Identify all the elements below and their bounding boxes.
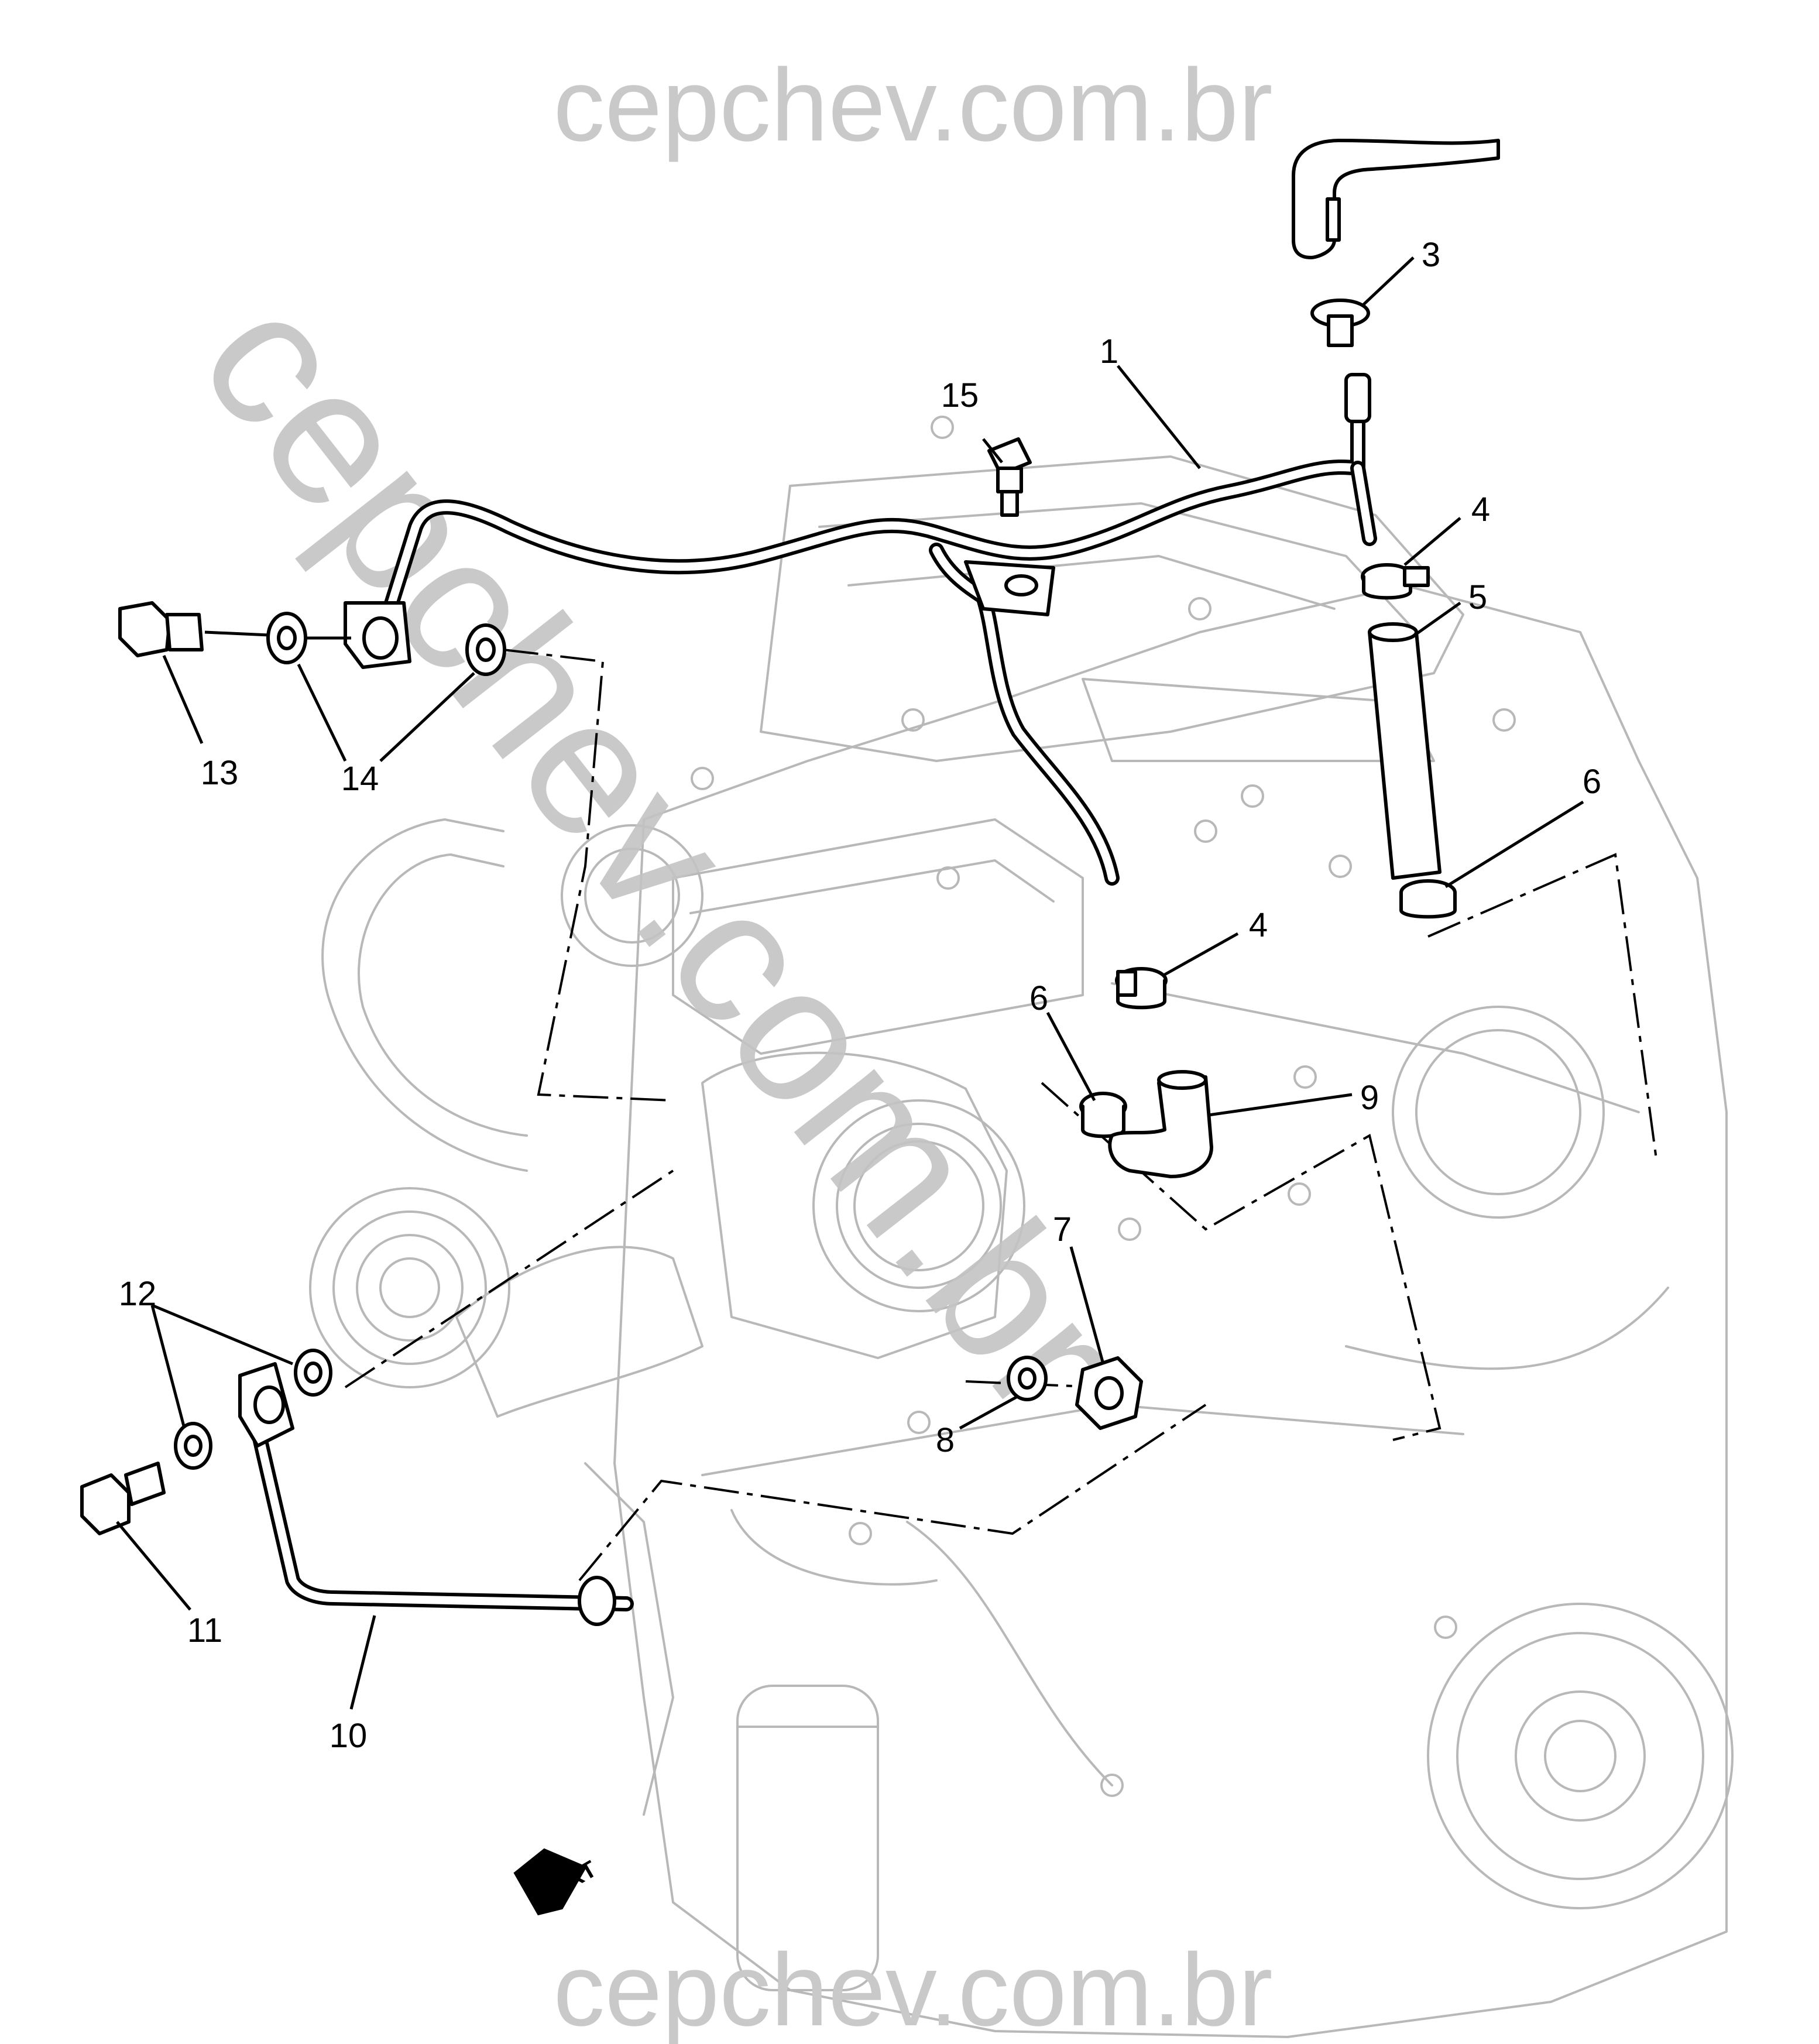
- bolt-15-icon: [987, 437, 1032, 517]
- callout-1: 1: [1100, 332, 1118, 371]
- coolant-hose-5-icon: [1368, 622, 1442, 880]
- callout-10: 10: [330, 1717, 368, 1755]
- diagonal-watermark: cepchev.com.br: [160, 255, 1162, 1452]
- callout-8: 8: [936, 1421, 955, 1459]
- hose-clamp-6b-icon: [1079, 1092, 1127, 1138]
- callout-13: 13: [201, 754, 239, 792]
- callout-11: 11: [187, 1611, 222, 1649]
- callout-4-lower: 4: [1249, 906, 1268, 944]
- callout-14: 14: [341, 760, 379, 798]
- hose-upper-right: [1292, 139, 1500, 259]
- hose-clamp-4a-icon: [1361, 563, 1430, 600]
- washer-14b-icon: [465, 623, 506, 676]
- alignment-lines: [344, 649, 1657, 1582]
- washer-12b-icon: [174, 1422, 212, 1470]
- callout-labels: 1 3 4 5 6 4 6 9 7 8 15 13 14 12 11 10: [119, 236, 1601, 1755]
- callout-4-upper: 4: [1471, 491, 1490, 529]
- washer-12a-icon: [294, 1349, 332, 1397]
- hose-clamp-4b-icon: [1115, 967, 1168, 1010]
- callout-5: 5: [1468, 578, 1487, 616]
- engine-block-illustration: [309, 416, 1734, 2038]
- bolt-11-icon: [80, 1462, 166, 1535]
- washer-8-icon: [1007, 1356, 1048, 1401]
- coolant-pipe-lower: [238, 1362, 634, 1626]
- coolant-pipe-upper: [344, 373, 1377, 886]
- callout-6-lower: 6: [1029, 979, 1048, 1017]
- fitting-7-icon: [1075, 1356, 1143, 1430]
- hose-clamp-3-icon: [1310, 299, 1370, 347]
- callout-6-upper: 6: [1583, 763, 1601, 801]
- engine-bolts: [691, 416, 1516, 1797]
- callout-9: 9: [1360, 1079, 1379, 1117]
- hose-clamp-6a-icon: [1399, 879, 1457, 919]
- callout-12: 12: [119, 1275, 157, 1313]
- callout-15: 15: [941, 376, 979, 414]
- front-direction-indicator: FRT: [513, 1848, 601, 1916]
- bolt-13-icon: [118, 601, 204, 657]
- callout-3: 3: [1422, 236, 1440, 274]
- washer-14a-icon: [266, 612, 307, 664]
- callout-leaders: [116, 256, 1584, 1710]
- coolant-hose-9-icon: [1108, 1070, 1213, 1178]
- top-watermark: cepchev.com.br: [553, 48, 1272, 163]
- bottom-watermark: cepchev.com.br: [553, 1933, 1272, 2044]
- callout-7: 7: [1053, 1210, 1072, 1249]
- front-arrow-icon: [513, 1848, 587, 1916]
